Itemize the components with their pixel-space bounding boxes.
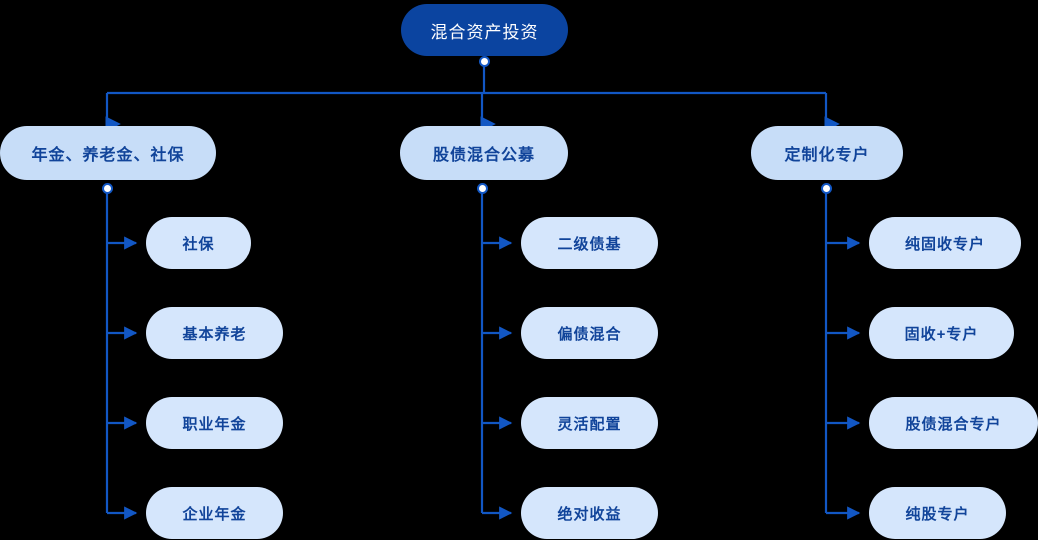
branch-junction-dot-branch-public-fund — [476, 182, 488, 194]
leaf-node-branch-pension-2-label: 职业年金 — [182, 415, 247, 433]
leaf-node-branch-public-fund-3-label: 绝对收益 — [557, 505, 622, 523]
leaf-node-branch-custom-account-1-label: 固收+专户 — [904, 325, 979, 343]
leaf-node-branch-custom-account-2-label: 股债混合专户 — [905, 415, 1002, 433]
root-node-label: 混合资产投资 — [430, 22, 539, 42]
leaf-node-branch-public-fund-0-label: 二级债基 — [557, 235, 622, 253]
branch-junction-dot-branch-custom-account — [820, 182, 832, 194]
branch-node-branch-public-fund[interactable]: 股债混合公募 — [400, 126, 568, 180]
branch-node-branch-public-fund-label: 股债混合公募 — [432, 147, 535, 164]
leaf-node-branch-custom-account-3-label: 纯股专户 — [905, 505, 970, 523]
leaf-node-branch-pension-3-label: 企业年金 — [182, 505, 247, 523]
branch-node-branch-pension-label: 年金、养老金、社保 — [31, 147, 185, 164]
leaf-node-branch-public-fund-1-label: 偏债混合 — [557, 325, 622, 343]
leaf-node-branch-pension-2[interactable]: 职业年金 — [146, 397, 283, 449]
branch-node-branch-pension[interactable]: 年金、养老金、社保 — [0, 126, 216, 180]
leaf-node-branch-custom-account-0[interactable]: 纯固收专户 — [869, 217, 1021, 269]
root-node[interactable]: 混合资产投资 — [401, 4, 568, 56]
leaf-node-branch-pension-0[interactable]: 社保 — [146, 217, 251, 269]
leaf-node-branch-public-fund-2[interactable]: 灵活配置 — [521, 397, 658, 449]
branch-node-branch-custom-account-label: 定制化专户 — [784, 147, 870, 164]
leaf-node-branch-pension-1-label: 基本养老 — [182, 325, 247, 343]
leaf-node-branch-custom-account-1[interactable]: 固收+专户 — [869, 307, 1014, 359]
leaf-node-branch-custom-account-3[interactable]: 纯股专户 — [869, 487, 1006, 539]
leaf-node-branch-pension-1[interactable]: 基本养老 — [146, 307, 283, 359]
leaf-node-branch-public-fund-3[interactable]: 绝对收益 — [521, 487, 658, 539]
leaf-node-branch-public-fund-1[interactable]: 偏债混合 — [521, 307, 658, 359]
branch-junction-dot-branch-pension — [101, 182, 113, 194]
leaf-node-branch-custom-account-0-label: 纯固收专户 — [904, 235, 985, 253]
branch-node-branch-custom-account[interactable]: 定制化专户 — [751, 126, 903, 180]
leaf-node-branch-pension-3[interactable]: 企业年金 — [146, 487, 283, 539]
leaf-node-branch-public-fund-2-label: 灵活配置 — [557, 415, 622, 433]
leaf-node-branch-custom-account-2[interactable]: 股债混合专户 — [869, 397, 1038, 449]
leaf-node-branch-public-fund-0[interactable]: 二级债基 — [521, 217, 658, 269]
leaf-node-branch-pension-0-label: 社保 — [182, 235, 215, 253]
root-junction-dot — [478, 55, 490, 67]
